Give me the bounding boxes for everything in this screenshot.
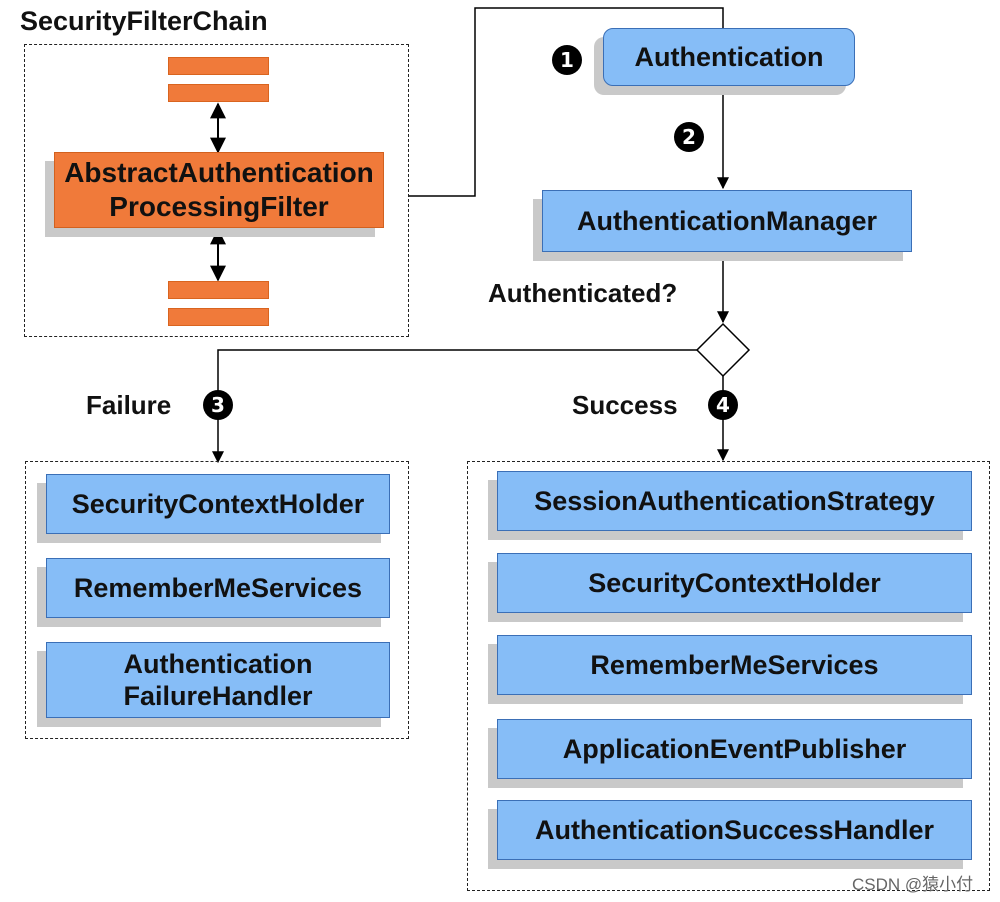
success-remember-me-services[interactable]: RememberMeServices: [497, 635, 972, 695]
success-security-context-holder[interactable]: SecurityContextHolder: [497, 553, 972, 613]
success-components-frame: [467, 461, 990, 891]
failure-handler-line1: Authentication: [123, 648, 313, 679]
security-filter-chain-title: SecurityFilterChain: [20, 6, 268, 36]
filter-bar-top-1: [168, 57, 269, 75]
success-label: Success: [572, 390, 678, 420]
authentication-manager-box[interactable]: AuthenticationManager: [542, 190, 912, 252]
authentication-success-handler[interactable]: AuthenticationSuccessHandler: [497, 800, 972, 860]
failure-label: Failure: [86, 390, 172, 420]
decision-diamond: [695, 322, 751, 378]
filter-bar-bottom-1: [168, 281, 269, 299]
filter-to-authentication-line: [408, 7, 724, 197]
step-badge-1: 1: [552, 45, 582, 75]
security-filter-chain-frame: [24, 44, 409, 337]
failure-components-frame: [25, 461, 409, 739]
filter-label-line1: AbstractAuthentication: [64, 157, 374, 189]
authentication-failure-handler[interactable]: Authentication FailureHandler: [46, 642, 390, 718]
authenticated-decision-label: Authenticated?: [488, 278, 678, 308]
session-authentication-strategy[interactable]: SessionAuthenticationStrategy: [497, 471, 972, 531]
filter-bar-top-2: [168, 84, 269, 102]
failure-security-context-holder[interactable]: SecurityContextHolder: [46, 474, 390, 534]
filter-label-line2: ProcessingFilter: [109, 191, 329, 222]
step-badge-4: 4: [708, 390, 738, 420]
abstract-authentication-processing-filter[interactable]: AbstractAuthentication ProcessingFilter: [54, 152, 384, 228]
failure-handler-line2: FailureHandler: [123, 681, 313, 711]
step-badge-3: 3: [203, 390, 233, 420]
step-badge-2: 2: [674, 122, 704, 152]
filter-bar-bottom-2: [168, 308, 269, 326]
application-event-publisher[interactable]: ApplicationEventPublisher: [497, 719, 972, 779]
failure-branch-arrow: [212, 349, 697, 464]
authentication-box[interactable]: Authentication: [603, 28, 855, 86]
failure-remember-me-services[interactable]: RememberMeServices: [46, 558, 390, 618]
watermark: CSDN @猿小付: [852, 875, 974, 894]
